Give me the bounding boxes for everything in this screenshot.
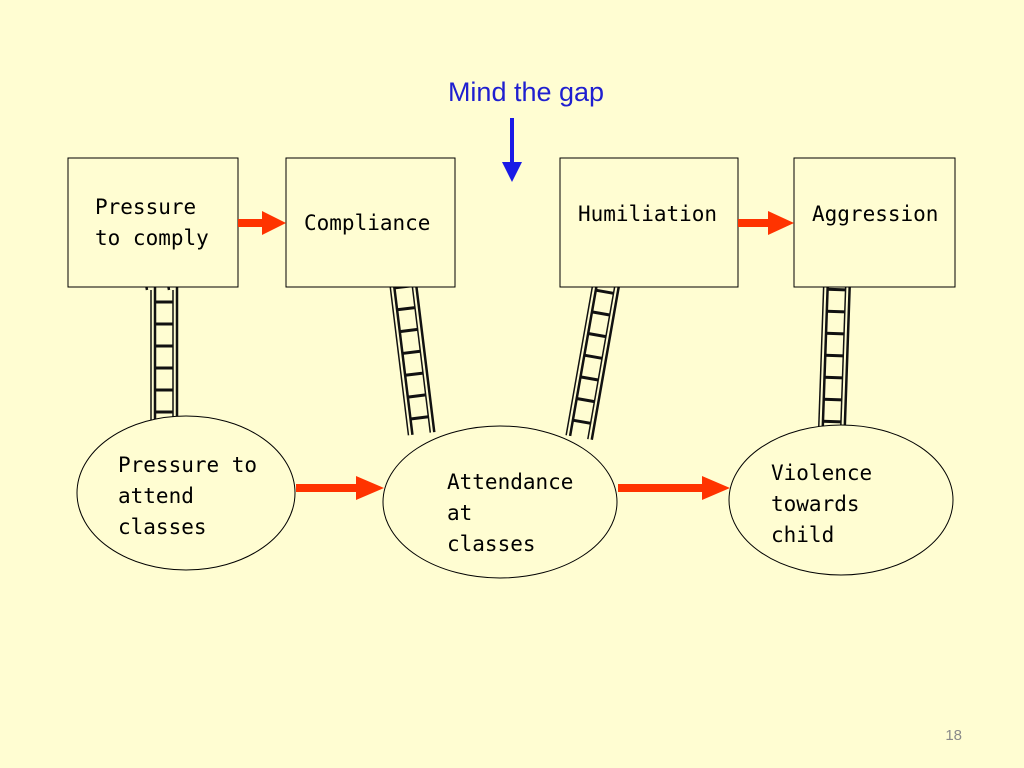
- page-number: 18: [945, 727, 962, 744]
- arrow-humiliation-to-aggression-icon: [738, 211, 794, 235]
- svg-text:Aggression: Aggression: [812, 202, 938, 226]
- box-pressure-to-comply: Pressure to comply: [67, 157, 239, 288]
- box-label-line: Pressure: [95, 195, 196, 219]
- oval-label-line: attend: [118, 484, 194, 508]
- box-aggression: Aggression: [793, 157, 956, 288]
- oval-label-line: Pressure to: [118, 453, 257, 477]
- box-label-line: Aggression: [812, 202, 938, 226]
- box-label-line: to comply: [95, 226, 209, 250]
- arrow-attendance-to-violence-icon: [618, 476, 730, 500]
- oval-label-line: at: [447, 501, 472, 525]
- box-compliance: Compliance: [285, 157, 456, 288]
- oval-label-line: classes: [118, 515, 207, 539]
- oval-label-line: child: [771, 523, 834, 547]
- oval-violence-towards-child: Violence towards child: [728, 424, 954, 576]
- oval-pressure-to-attend-classes: Pressure to attend classes: [76, 415, 296, 571]
- oval-label-line: classes: [447, 532, 536, 556]
- oval-label-line: Violence: [771, 461, 872, 485]
- ladder-4-icon: [812, 263, 852, 440]
- box-label-line: Compliance: [304, 211, 430, 235]
- box-humiliation: Humiliation: [559, 157, 739, 288]
- oval-label-line: towards: [771, 492, 860, 516]
- svg-text:Humiliation: Humiliation: [578, 202, 717, 226]
- gap-arrow-down-icon: [502, 118, 522, 182]
- slide-title: Mind the gap: [448, 77, 604, 107]
- svg-text:Compliance: Compliance: [304, 211, 430, 235]
- ladder-3-icon: [560, 263, 624, 442]
- arrow-pressure-attend-to-attendance-icon: [296, 476, 384, 500]
- oval-label-line: Attendance: [447, 470, 573, 494]
- oval-attendance-at-classes: Attendance at classes: [382, 425, 618, 579]
- box-label-line: Humiliation: [578, 202, 717, 226]
- arrow-pressure-to-compliance-icon: [238, 211, 286, 235]
